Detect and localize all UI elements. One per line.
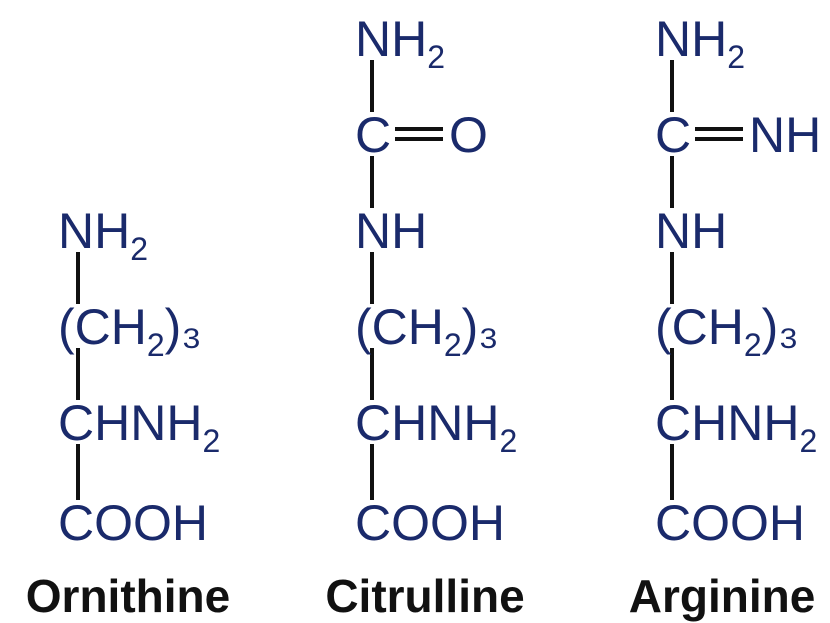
group-main: NH — [655, 11, 727, 67]
chemical-group: NH — [655, 203, 727, 259]
group-main: NH — [355, 203, 427, 259]
group-main: CHNH — [655, 395, 799, 451]
molecule-name-label: Ornithine — [26, 570, 230, 622]
group-main: COOH — [655, 495, 805, 551]
chemical-group: COOH — [355, 495, 505, 551]
group-subscript: 2 — [799, 423, 817, 459]
molecule-name-label: Citrulline — [325, 570, 524, 622]
group-main: NH — [655, 203, 727, 259]
double-bond-partner: O — [449, 107, 488, 163]
group-main: COOH — [355, 495, 505, 551]
group-subscript: 2 — [444, 327, 462, 363]
chemical-group: (CH2)₃ — [655, 299, 799, 363]
group-subscript: 2 — [147, 327, 165, 363]
group-main: NH — [58, 203, 130, 259]
chemical-group: CHNH2 — [355, 395, 517, 459]
group-subscript: 2 — [744, 327, 762, 363]
chemical-group: NH2 — [58, 203, 148, 267]
chemical-group: NH — [355, 203, 427, 259]
chemical-group: CHNH2 — [58, 395, 220, 459]
group-main: CHNH — [355, 395, 499, 451]
double-bond-partner: NH — [749, 107, 821, 163]
group-subscript: 2 — [499, 423, 517, 459]
group-main: C — [655, 107, 691, 163]
group-subscript: 2 — [202, 423, 220, 459]
group-main: CHNH — [58, 395, 202, 451]
group-subscript: 2 — [727, 39, 745, 75]
group-main: NH — [355, 11, 427, 67]
chemical-group: NH2 — [355, 11, 445, 75]
molecule-name-label: Arginine — [629, 570, 816, 622]
group-tail: )₃ — [165, 299, 202, 355]
group-main: COOH — [58, 495, 208, 551]
chemical-group: COOH — [58, 495, 208, 551]
group-main: (CH — [58, 299, 147, 355]
group-main: (CH — [355, 299, 444, 355]
chemical-group: C — [355, 107, 391, 163]
chemical-group: (CH2)₃ — [58, 299, 202, 363]
chemical-group: C — [655, 107, 691, 163]
chemical-group: CHNH2 — [655, 395, 817, 459]
chemical-group: NH2 — [655, 11, 745, 75]
group-subscript: 2 — [130, 231, 148, 267]
group-tail: )₃ — [462, 299, 499, 355]
chemical-group: COOH — [655, 495, 805, 551]
group-main: (CH — [655, 299, 744, 355]
chemical-group: (CH2)₃ — [355, 299, 499, 363]
group-main: C — [355, 107, 391, 163]
group-subscript: 2 — [427, 39, 445, 75]
group-tail: )₃ — [762, 299, 799, 355]
